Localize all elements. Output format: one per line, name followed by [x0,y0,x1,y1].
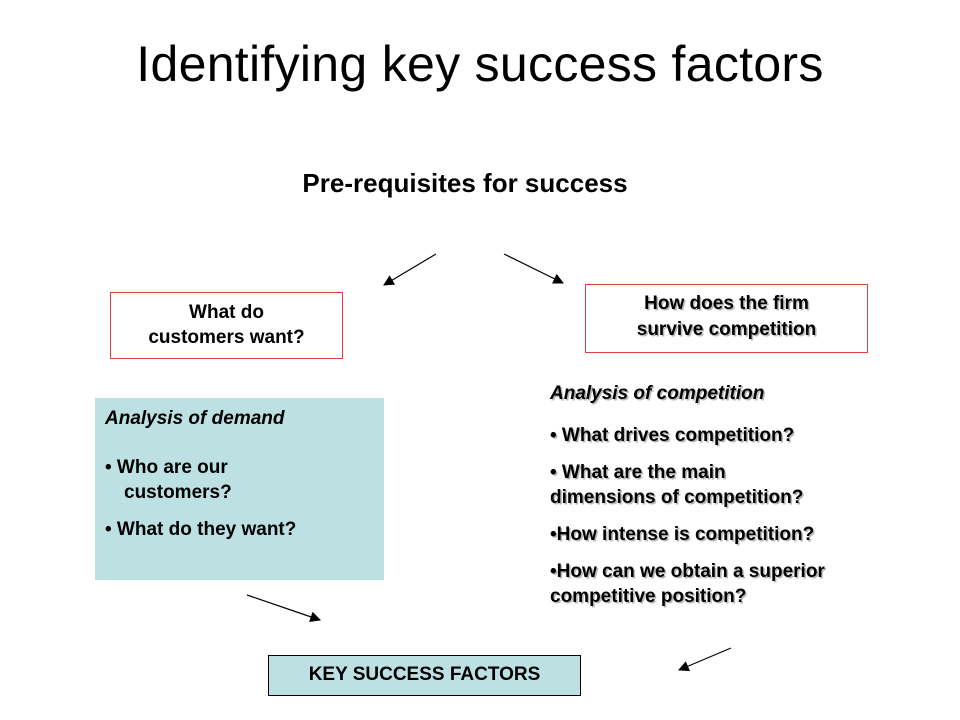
competition-item-line: •How can we obtain a superior [550,561,825,582]
key-success-factors-box: KEY SUCCESS FACTORS [268,655,581,696]
customers-want-box: What do customers want? [110,292,343,359]
slide-title: Identifying key success factors [136,36,824,92]
competition-heading: Analysis of competition [550,383,765,404]
demand-item-line: • Who are our [105,457,228,478]
competition-box-line2: survive competition [636,319,817,340]
competition-item-line: •How intense is competition? [550,524,815,545]
customers-box-line1: What do [189,302,264,323]
demand-item: • What do they want? [105,517,384,542]
competition-item-line: competitive position? [550,586,747,607]
arrow-demand-to-ksf [246,594,322,622]
competition-item: • What are the main dimensions of compet… [550,460,950,510]
demand-heading: Analysis of demand [105,408,285,429]
arrow-to-customers [383,253,437,286]
arrow-to-competition [503,253,564,284]
survive-competition-box: How does the firm survive competition [585,284,868,353]
subtitle: Pre-requisites for success [302,168,628,198]
competition-box-line1: How does the firm [644,293,809,314]
competition-item-line: • What are the main [550,462,726,483]
arrow-competition-to-ksf [678,647,732,672]
competition-item-line: dimensions of competition? [550,487,804,508]
analysis-of-competition-panel: Analysis of competition • What drives co… [550,381,950,621]
competition-item: •How can we obtain a superior competitiv… [550,559,950,609]
competition-item-line: • What drives competition? [550,425,795,446]
demand-item-line: • What do they want? [105,519,297,540]
demand-item: • Who are our customers? [105,455,384,505]
customers-box-line2: customers want? [148,327,305,348]
competition-item: •How intense is competition? [550,522,950,547]
analysis-of-demand-panel: Analysis of demand • Who are our custome… [95,398,384,580]
competition-item: • What drives competition? [550,423,950,448]
demand-item-line: customers? [124,482,232,503]
